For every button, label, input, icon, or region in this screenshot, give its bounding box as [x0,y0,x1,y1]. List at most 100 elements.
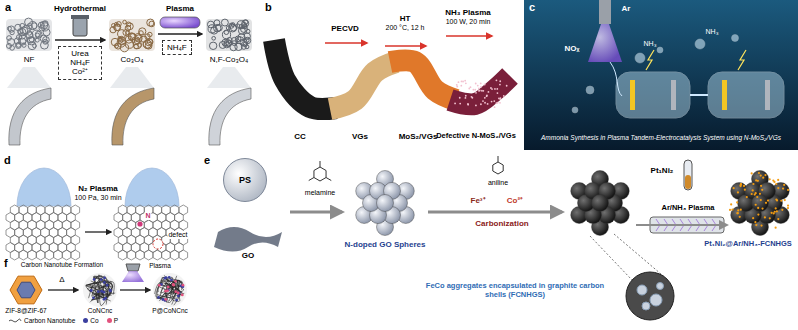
illustration-circle [207,21,214,28]
carbon-cloth-ribbon [330,62,396,109]
illustration-path [165,283,177,304]
condition-text: 200 °C, 12 h [386,24,425,32]
illustration-circle [106,284,109,287]
illustration-circle [775,198,777,200]
electrode [722,80,727,110]
illustration-circle [729,209,731,211]
phosphorus-dot [181,294,184,297]
autoclave-lid [71,15,89,19]
illustration-circle [149,21,155,27]
illustration-circle [209,42,216,49]
gas-label: NH₃ [706,28,719,36]
illustration-circle [736,201,738,203]
illustration-circle [733,187,735,189]
illustration-path [54,250,63,260]
legend: Carbon NanotubeCoP [8,317,126,324]
illustration-circle [757,180,759,182]
illustration-circle [35,38,39,42]
illustration-rect [109,19,155,51]
defect-dot [495,102,497,104]
defect-dot [478,90,480,92]
phosphorus-dot [172,284,175,287]
illustration-circle [755,204,757,206]
defect-dot [497,92,499,94]
illustration-path [87,287,110,301]
defect-dot [474,89,476,91]
illustration-circle [126,23,133,30]
molecule-bond [309,178,314,181]
process-label: Carbon Nanotube Formation [21,261,103,268]
panel-letter: a [5,1,11,14]
illustration-circle [97,290,100,293]
illustration-path [162,250,171,260]
process-arrow [325,42,367,44]
process-arrow [290,211,342,214]
illustration-circle [777,179,779,181]
illustration-circle [761,207,763,209]
defect-dot [484,97,486,99]
nitrogen-atom [137,221,142,226]
illustration-path [71,250,80,260]
graphene-lattice [114,205,188,260]
defect-dot [496,88,498,90]
defect-dot [459,103,461,105]
illustration-rect [6,19,52,51]
defect-dot [480,83,482,85]
foam-illustration [206,19,252,51]
carbon-sphere-cluster [571,171,630,236]
legend-item: P [107,317,118,324]
illustration-circle [752,189,754,191]
illustration-circle [760,225,762,227]
defect-dot [462,81,464,83]
illustration-circle [29,37,34,42]
defect-dot [475,92,477,94]
material-label: VGs [352,132,368,141]
illustration-circle [212,36,216,40]
graphene-lattice [6,205,80,260]
phosphorus-dot [164,290,167,293]
plasma-nozzle [599,0,611,24]
material-label: P@CoNCnc [152,307,188,314]
illustration-path [157,281,175,301]
illustration-circle [769,178,771,180]
feco-particle [657,283,664,290]
process-arrow [48,289,78,290]
illustration-circle [10,46,15,51]
panel-caption: Ammonia Synthesis in Plasma Tandem-Elect… [527,134,795,141]
heat-symbol: Δ [59,275,64,284]
phosphorus-dot [174,290,177,293]
carbon-cloth-ribbon [274,40,336,109]
defect-dot [480,103,482,105]
illustration-circle [737,212,739,214]
feco-particle [637,285,647,295]
illustration-path [45,250,54,260]
illustration-circle [787,189,789,191]
illustration-circle [751,172,753,174]
illustration-circle [27,36,34,43]
zoom-line [614,234,668,280]
illustration-circle [118,30,126,38]
illustration-circle [134,44,139,49]
node-text: PS [239,175,251,185]
illustration-circle [787,204,789,206]
illustration-circle [781,209,783,211]
carbon-cloth-ribbon [390,60,456,100]
illustration-circle [165,276,168,279]
illustration-circle [244,37,250,43]
defect-dot [467,104,469,106]
defect-dot [484,102,486,104]
process-arrow [636,224,727,226]
defect-dot [499,84,501,86]
legend-swatch [107,318,112,323]
defect-dot [458,81,460,83]
molecule-ring [314,167,326,181]
illustration-circle [740,184,742,186]
illustration-circle [751,193,753,195]
electrode-sheet [9,88,51,145]
molecule-bond [320,161,321,167]
illustration-circle [22,43,26,47]
condition-text: 100 W, 20 min [446,18,491,26]
defect-dot [468,88,470,90]
condition-text: 100 Pa, 30 min [74,194,121,202]
electrolysis-cell [616,72,690,118]
